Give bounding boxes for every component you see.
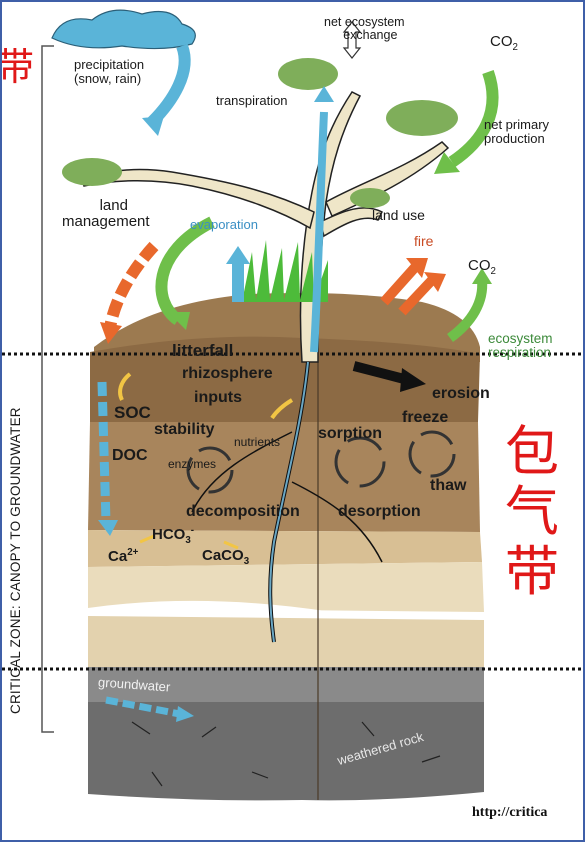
tree-branch-right: [326, 142, 448, 216]
label-thaw: thaw: [430, 478, 466, 495]
chinese-char-3: 带: [502, 542, 562, 602]
foliage-right: [386, 100, 458, 136]
soil-horizon-mid: [88, 530, 482, 567]
chinese-char-1: 包: [502, 422, 562, 482]
label-decomposition: decomposition: [186, 504, 300, 521]
label-transpiration: transpiration: [216, 94, 288, 108]
foliage-mid: [350, 188, 390, 208]
label-evaporation: evaporation: [190, 218, 258, 232]
cloud-icon: [52, 10, 195, 48]
label-caco3: CaCO3: [202, 548, 249, 567]
label-nutrients: nutrients: [234, 436, 280, 449]
label-soc: SOC: [114, 404, 151, 422]
source-url: http://critica: [472, 805, 547, 821]
chinese-char-2: 气: [502, 482, 562, 542]
management-arrow: [110, 246, 154, 328]
label-erosion: erosion: [432, 386, 490, 403]
label-enzymes: enzymes: [168, 458, 216, 471]
precipitation-arrow: [152, 46, 185, 122]
label-sorption: sorption: [318, 426, 382, 443]
label-precipitation: precipitation(snow, rain): [74, 58, 144, 85]
precipitation-arrowhead: [142, 116, 164, 136]
label-stability: stability: [154, 422, 214, 439]
label-co2-top: CO2: [490, 34, 518, 53]
label-calcium: Ca2+: [108, 548, 138, 565]
label-desorption: desorption: [338, 504, 421, 521]
label-fire: fire: [414, 234, 433, 249]
critical-zone-vertical-title: CRITICAL ZONE: CANOPY TO GROUNDWATER: [8, 407, 23, 714]
foliage-left: [62, 158, 122, 186]
vadose-zone-chinese-label: 包 气 带: [502, 422, 562, 602]
label-freeze: freeze: [402, 410, 448, 427]
label-land-use: land use: [372, 208, 425, 223]
label-co2-mid: CO2: [468, 258, 496, 277]
soil-horizon-deep: [88, 616, 484, 667]
respiration-arrow: [450, 280, 482, 338]
label-inputs: inputs: [194, 390, 242, 407]
zone-bracket: [42, 46, 54, 732]
evaporation-arrowhead: [226, 246, 250, 264]
foliage-top: [278, 58, 338, 90]
label-litterfall: litterfall: [172, 342, 233, 360]
label-rhizosphere: rhizosphere: [182, 366, 273, 383]
label-hco3: HCO3-: [152, 526, 194, 546]
cropped-chinese-character: 带: [0, 36, 34, 91]
label-doc: DOC: [112, 448, 148, 465]
